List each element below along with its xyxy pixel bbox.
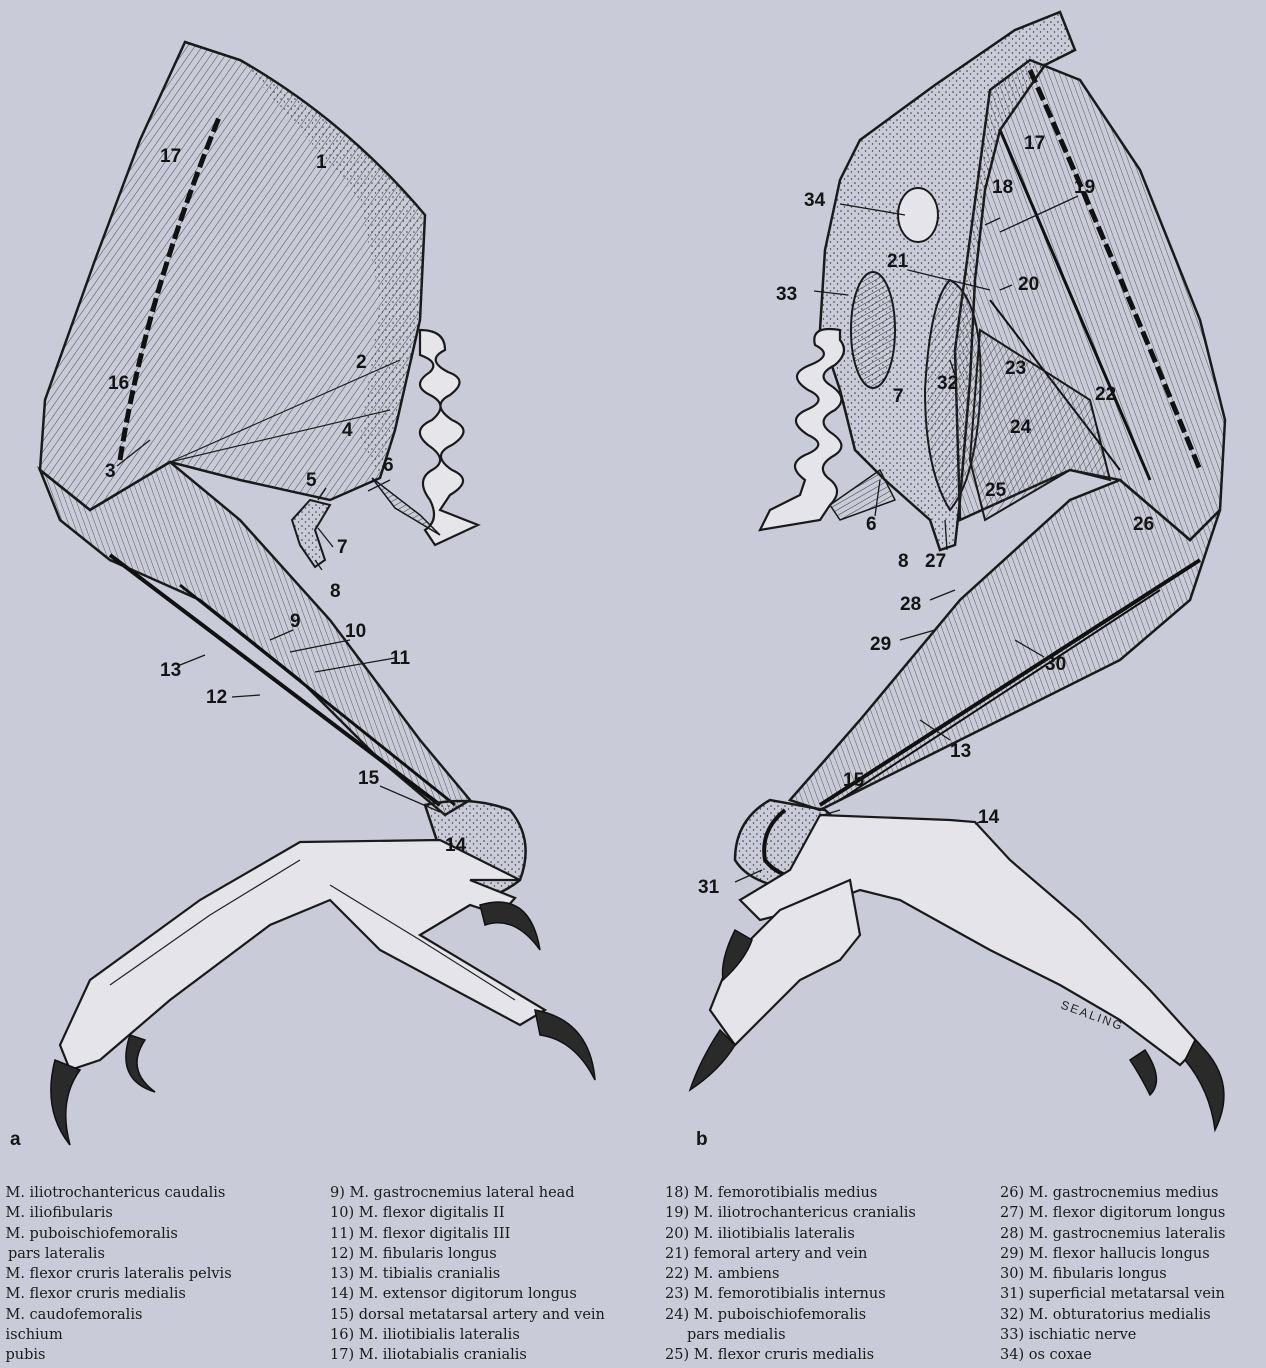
tail-vertebrae-a	[420, 330, 478, 545]
legend-item: 16) M. iliotibialis lateralis	[330, 1325, 605, 1345]
claw-b-1	[690, 1030, 735, 1090]
label-b-8: 8	[898, 551, 909, 572]
legend-item: 6) M. caudofemoralis	[0, 1305, 232, 1325]
legend-item: 3) M. puboischiofemoralis	[0, 1224, 232, 1244]
legend-item: 9) M. gastrocnemius lateral head	[330, 1183, 605, 1203]
label-b-20: 20	[1018, 274, 1039, 295]
label-b-22: 22	[1095, 384, 1116, 405]
claw-a-3	[535, 1010, 595, 1080]
label-a-16: 16	[108, 373, 129, 394]
label-a-10: 10	[345, 621, 366, 642]
label-a-5: 5	[306, 470, 317, 491]
label-b-6: 6	[866, 514, 877, 535]
claw-b-4	[1185, 1040, 1224, 1130]
claw-a-2	[126, 1035, 155, 1092]
legend-item: 2) M. iliofibularis	[0, 1203, 232, 1223]
label-b-15: 15	[843, 770, 865, 791]
label-b-32: 32	[937, 373, 958, 394]
label-b-34: 34	[804, 190, 826, 211]
panel-label-a: a	[10, 1129, 21, 1150]
legend-item: 20) M. iliotibialis lateralis	[665, 1224, 916, 1244]
label-b-19: 19	[1074, 177, 1095, 198]
legend-item: 18) M. femorotibialis medius	[665, 1183, 916, 1203]
claw-a-4	[480, 902, 540, 950]
legend-item: 29) M. flexor hallucis longus	[1000, 1244, 1225, 1264]
label-b-29: 29	[870, 634, 891, 655]
legend-item: 1) M. iliotrochantericus caudalis	[0, 1183, 232, 1203]
legend-item: 23) M. femorotibialis internus	[665, 1284, 916, 1304]
label-a-14: 14	[445, 835, 467, 856]
label-a-4: 4	[342, 420, 353, 441]
label-a-9: 9	[290, 611, 301, 632]
panel-label-b: b	[696, 1129, 708, 1150]
legend-item: 25) M. flexor cruris medialis	[665, 1345, 916, 1365]
ischium-pubis-a	[292, 500, 330, 567]
legend-item: 34) os coxae	[1000, 1345, 1225, 1365]
legend-item: 17) M. iliotabialis cranialis	[330, 1345, 605, 1365]
legend-column-2: 9) M. gastrocnemius lateral head 10) M. …	[330, 1183, 605, 1366]
label-a-11: 11	[390, 648, 411, 669]
panel-a-drawing	[40, 42, 595, 1145]
legend-item: 22) M. ambiens	[665, 1264, 916, 1284]
legend-item: 8) pubis	[0, 1345, 232, 1365]
label-b-31: 31	[698, 877, 720, 898]
label-b-17: 17	[1024, 133, 1045, 154]
legend-item: 27) M. flexor digitorum longus	[1000, 1203, 1225, 1223]
label-b-28: 28	[900, 594, 921, 615]
legend-item: pars lateralis	[0, 1244, 232, 1264]
legend-column-1: 1) M. iliotrochantericus caudalis 2) M. …	[0, 1183, 232, 1366]
legend-item: pars medialis	[665, 1325, 916, 1345]
tail-vertebrae-b	[760, 329, 844, 530]
label-b-30: 30	[1045, 654, 1066, 675]
label-a-6: 6	[383, 455, 394, 476]
label-a-15: 15	[358, 768, 380, 789]
panel-b-drawing: SEALING	[690, 12, 1225, 1130]
legend-item: 12) M. fibularis longus	[330, 1244, 605, 1264]
label-b-33: 33	[776, 284, 797, 305]
anatomical-figure: 17 1 16 2 4 3 5 6 7 8 9 10 11 13 12 15 1…	[0, 0, 1266, 1183]
legend-item: 21) femoral artery and vein	[665, 1244, 916, 1264]
legend-item: 7) ischium	[0, 1325, 232, 1345]
label-a-7: 7	[337, 537, 348, 558]
label-a-17: 17	[160, 146, 181, 167]
legend-item: 31) superficial metatarsal vein	[1000, 1284, 1225, 1304]
legend-item: 32) M. obturatorius medialis	[1000, 1305, 1225, 1325]
label-b-26: 26	[1133, 514, 1154, 535]
label-a-13: 13	[160, 660, 181, 681]
legend-item: 14) M. extensor digitorum longus	[330, 1284, 605, 1304]
label-b-24: 24	[1010, 417, 1032, 438]
label-a-12: 12	[206, 687, 227, 708]
label-a-8: 8	[330, 581, 341, 602]
claw-a-1	[51, 1060, 80, 1145]
label-b-25: 25	[985, 480, 1007, 501]
legend-item: 5) M. flexor cruris medialis	[0, 1284, 232, 1304]
label-b-18: 18	[992, 177, 1013, 198]
legend-item: 26) M. gastrocnemius medius	[1000, 1183, 1225, 1203]
legend-item: 30) M. fibularis longus	[1000, 1264, 1225, 1284]
claw-b-3	[1130, 1050, 1156, 1095]
label-a-1: 1	[316, 152, 327, 173]
legend-item: 24) M. puboischiofemoralis	[665, 1305, 916, 1325]
label-b-14: 14	[978, 807, 1000, 828]
label-b-7: 7	[893, 386, 904, 407]
legend-column-4: 26) M. gastrocnemius medius 27) M. flexo…	[1000, 1183, 1225, 1366]
label-b-23: 23	[1005, 358, 1026, 379]
legend-item: 15) dorsal metatarsal artery and vein	[330, 1305, 605, 1325]
legend-item: 19) M. iliotrochantericus cranialis	[665, 1203, 916, 1223]
label-b-13: 13	[950, 741, 971, 762]
legend-item: 13) M. tibialis cranialis	[330, 1264, 605, 1284]
legend-column-3: 18) M. femorotibialis medius 19) M. ilio…	[665, 1183, 916, 1366]
label-a-3: 3	[105, 461, 116, 482]
legend-item: 11) M. flexor digitalis III	[330, 1224, 605, 1244]
label-b-27: 27	[925, 551, 946, 572]
legend-item: 28) M. gastrocnemius lateralis	[1000, 1224, 1225, 1244]
obturator-foramen	[851, 272, 895, 388]
label-a-2: 2	[356, 352, 367, 373]
legend-item: 4) M. flexor cruris lateralis pelvis	[0, 1264, 232, 1284]
shank-muscles-b	[790, 480, 1220, 810]
figure-legend: 1) M. iliotrochantericus caudalis 2) M. …	[0, 1183, 1266, 1368]
legend-item: 10) M. flexor digitalis II	[330, 1203, 605, 1223]
legend-item: 33) ischiatic nerve	[1000, 1325, 1225, 1345]
label-b-21: 21	[887, 251, 909, 272]
